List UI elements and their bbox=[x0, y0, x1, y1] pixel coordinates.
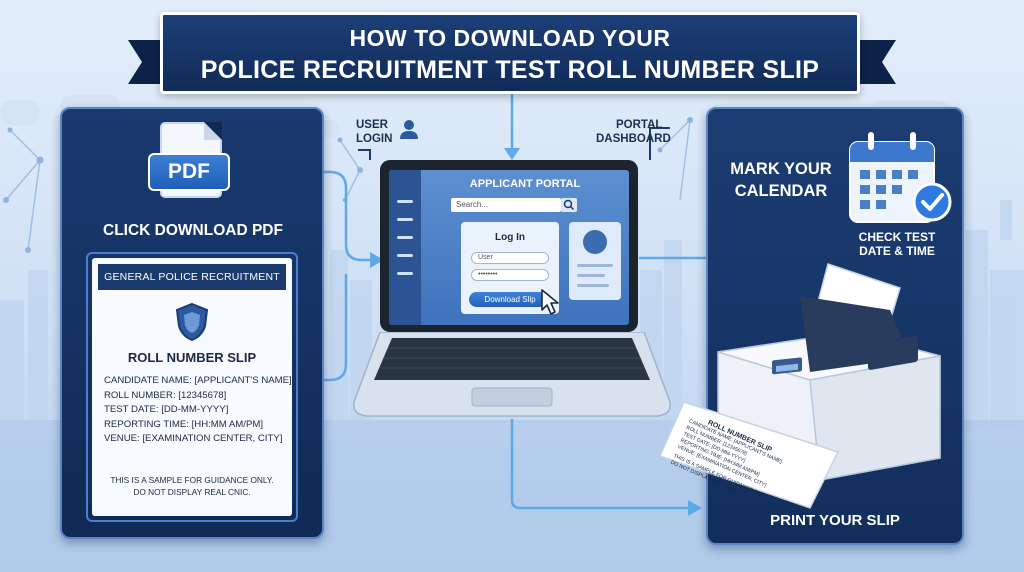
title-banner: HOW TO DOWNLOAD YOUR POLICE RECRUITMENT … bbox=[160, 12, 860, 94]
slip-disclaimer: THIS IS A SAMPLE FOR GUIDANCE ONLY. DO N… bbox=[92, 474, 292, 498]
search-icon[interactable] bbox=[561, 198, 577, 212]
search-input[interactable]: Search... bbox=[451, 198, 561, 212]
applicant-portal-screen: APPLICANT PORTAL Search... Log In User •… bbox=[389, 170, 629, 325]
sidebar-item[interactable] bbox=[397, 236, 413, 239]
portal-dashboard-line1: PORTAL bbox=[616, 119, 663, 131]
slip-note-line2: DO NOT DISPLAY REAL CNIC. bbox=[133, 487, 251, 497]
login-title: Log In bbox=[495, 232, 525, 243]
sidebar-item[interactable] bbox=[397, 254, 413, 257]
user-login-line1: USER bbox=[356, 119, 388, 131]
user-login-line2: LOGIN bbox=[356, 133, 393, 145]
download-slip-button[interactable]: Download Slip bbox=[469, 292, 551, 307]
banner-title-line1: HOW TO DOWNLOAD YOUR bbox=[349, 25, 671, 51]
portal-title: APPLICANT PORTAL bbox=[469, 178, 581, 190]
portal-dashboard-line2: DASHBOARD bbox=[596, 133, 671, 145]
slip-title: ROLL NUMBER SLIP bbox=[127, 350, 257, 365]
slip-header: GENERAL POLICE RECRUITMENT bbox=[98, 264, 286, 290]
mark-calendar-label: MARK YOUR CALENDAR bbox=[730, 160, 832, 200]
print-slip-label: PRINT YOUR SLIP bbox=[770, 512, 900, 529]
slip-note-line1: THIS IS A SAMPLE FOR GUIDANCE ONLY. bbox=[110, 475, 274, 485]
roll-number-slip: GENERAL POLICE RECRUITMENT ROLL NUMBER S… bbox=[86, 252, 298, 522]
sidebar-item[interactable] bbox=[397, 272, 413, 275]
sidebar-item[interactable] bbox=[397, 200, 413, 203]
user-login-label: USER LOGIN bbox=[356, 118, 396, 146]
username-field[interactable]: User bbox=[471, 252, 549, 264]
printed-slip-paper bbox=[660, 401, 840, 509]
sidebar-item[interactable] bbox=[397, 218, 413, 221]
laptop-keyboard bbox=[353, 332, 671, 417]
click-download-label: CLICK DOWNLOAD PDF bbox=[103, 222, 283, 239]
cursor-icon bbox=[541, 289, 559, 315]
calendar-icon bbox=[849, 132, 952, 223]
banner-ribbon-right bbox=[856, 40, 896, 84]
user-icon bbox=[400, 120, 418, 139]
profile-card bbox=[569, 222, 621, 300]
slip-field-reporting-time: REPORTING TIME: [HH:MM AM/PM] bbox=[104, 418, 264, 430]
slip-field-roll-number: ROLL NUMBER: [12345678] bbox=[104, 389, 227, 401]
avatar bbox=[583, 230, 607, 254]
slip-field-test-date: TEST DATE: [DD-MM-YYYY] bbox=[104, 404, 229, 416]
slip-field-candidate-name: CANDIDATE NAME: [APPLICANT'S NAME] bbox=[104, 375, 292, 386]
portal-sidebar bbox=[389, 170, 421, 325]
banner-ribbon-left bbox=[128, 40, 168, 84]
arrow-slip-to-laptop bbox=[298, 273, 348, 382]
arrow-pdf-to-laptop bbox=[230, 170, 374, 262]
password-field[interactable]: •••••••• bbox=[471, 269, 549, 281]
portal-dashboard-label: PORTAL DASHBOARD bbox=[596, 118, 696, 146]
checkmark-icon bbox=[912, 182, 952, 222]
slip-fields: CANDIDATE NAME: [APPLICANT'S NAME] ROLL … bbox=[104, 374, 292, 447]
banner-title-line2: POLICE RECRUITMENT TEST ROLL NUMBER SLIP bbox=[200, 56, 820, 84]
slip-field-venue: VENUE: [EXAMINATION CENTER, CITY] bbox=[104, 433, 283, 445]
shield-icon bbox=[175, 302, 209, 342]
arrow-laptop-to-print bbox=[510, 418, 692, 510]
pdf-badge: PDF bbox=[148, 153, 230, 191]
check-date-time-label: CHECK TEST DATE & TIME bbox=[858, 230, 936, 258]
